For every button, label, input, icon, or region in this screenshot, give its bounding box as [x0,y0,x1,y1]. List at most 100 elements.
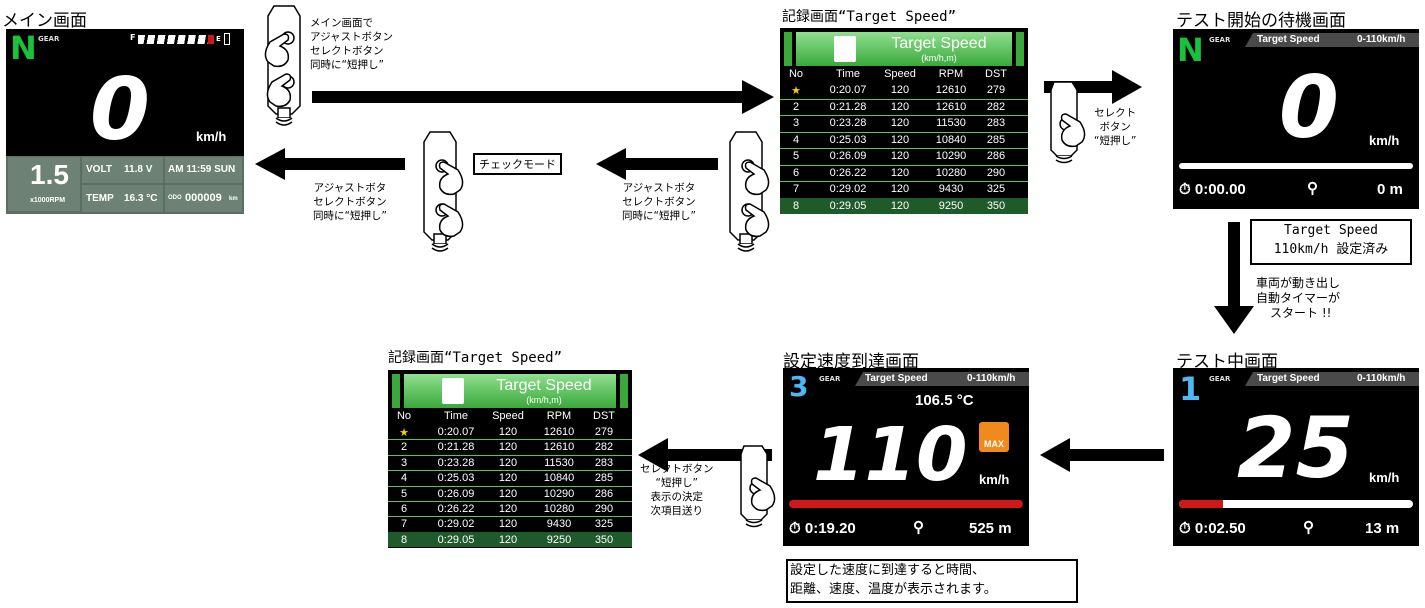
table-cell: 120 [498,456,518,469]
gear-indicator: N [10,29,37,67]
table-cell: 0:20.07 [829,84,867,96]
timer-value: ⏱ 0:02.50 [1179,520,1246,537]
clipboard-icon [442,378,464,404]
table-cell: 285 [986,133,1006,146]
table-cell: 0:25.03 [437,472,475,485]
table-cell: 2 [400,441,408,454]
title-standby: テスト開始の待機画面 [1176,11,1346,31]
clock-box: AM 11:59 SUN [165,157,242,183]
table-cell: 120 [890,166,910,179]
arrow-left-icon [596,148,718,180]
table-cell: 0:29.02 [437,518,475,531]
table-cell: 283 [594,456,614,469]
gear-indicator: N [1177,31,1204,69]
table-cell: 11530 [544,456,574,469]
table-cell: 0:23.28 [829,117,867,129]
table-cell: 9430 [938,183,964,195]
table-cell: 0:26.09 [829,150,867,162]
column-header: Time [835,68,861,80]
table-cell: 0:26.22 [437,503,475,515]
record-header: Target Speed (km/h,m) [404,374,616,408]
arrow-down-icon [1214,222,1254,334]
table-cell: 120 [890,100,910,113]
table-cell: 10840 [935,133,967,146]
progress-bar [1179,163,1413,169]
record-subtitle: (km/h,m) [921,53,957,63]
switch-hand-icon [1050,81,1086,164]
switch-hand-icon [264,5,301,126]
table-cell: 8 [400,533,408,546]
table-cell: 12610 [543,441,575,454]
gear-label: GEAR [38,35,60,43]
speed-value: 25 [1237,399,1354,497]
table-cell: 120 [890,183,910,195]
caption-start: 車両が動き出し自動タイマーがスタート !! [1256,276,1341,320]
table-cell: 0:29.05 [437,533,475,546]
standby-screen: Target Speed 0-110km/h N GEAR 0 km/h ⏱ 0… [1173,29,1419,209]
table-cell: 12610 [935,100,967,113]
table-cell: 282 [986,100,1006,113]
table-cell: 7 [792,183,800,195]
switch-hand-icon [740,445,776,528]
table-cell: 0:29.05 [829,199,867,212]
caption-select-short: セレクトボタン“短押し” [1094,107,1137,147]
table-cell: 350 [986,199,1006,212]
reached-screen: Target Speed 0-110km/h 3 GEAR 106.5 °C 1… [783,368,1029,546]
star-icon: ★ [399,427,409,439]
table-cell: 279 [594,426,614,438]
column-header: DST [985,68,1007,80]
column-header: Time [443,410,469,422]
column-header: RPM [938,68,964,80]
table-cell: 120 [890,84,910,96]
table-cell: 10840 [543,472,575,485]
switch-hand-icon [423,131,464,252]
table-cell: 120 [890,150,910,162]
table-cell: 10280 [935,166,967,179]
table-cell: 120 [890,133,910,146]
table-cell: 0:25.03 [829,133,867,146]
table-cell: 5 [400,487,408,500]
distance-value: 13 m [1365,520,1400,537]
speed-unit: km/h [979,472,1010,487]
clipboard-icon [834,36,856,62]
column-header: No [788,68,804,80]
caption-check-to-main: アジャストボタセレクトボタン同時に“短押し” [313,182,387,222]
table-cell: 283 [986,117,1006,129]
volt-box: VOLT 11.8 V [82,157,163,183]
star-icon: ★ [791,85,801,97]
gear-indicator: 1 [1179,370,1202,408]
column-header: Speed [884,68,916,80]
table-cell: 10280 [543,503,575,515]
speed-value: 110 [813,412,968,498]
arrow-left-icon [1040,438,1164,472]
record-title: Target Speed [891,35,987,52]
speed-unit: km/h [1369,133,1400,148]
table-cell: 285 [594,472,614,485]
table-cell: 10290 [543,487,575,500]
fuel-gauge: F E [130,33,230,46]
table-cell: 0:29.02 [829,183,867,195]
table-cell: 5 [792,150,800,162]
speed-value: 0 [1279,58,1339,158]
note-box: 設定した速度に到達すると時間、距離、速度、温度が表示されます。 [786,559,1078,603]
table-cell: 120 [890,199,910,212]
table-cell: 9250 [938,199,964,212]
table-cell: 9430 [546,518,572,531]
record-screen-top: Target Speed (km/h,m) No Time Speed RPM DST ★… [780,28,1028,214]
rpm-box: 1.5 x1000RPM [8,157,80,211]
progress-bar [1179,500,1413,508]
table-cell: 290 [986,166,1006,179]
table-cell: 3 [400,456,408,469]
record-header: Target Speed (km/h,m) [796,32,1012,66]
